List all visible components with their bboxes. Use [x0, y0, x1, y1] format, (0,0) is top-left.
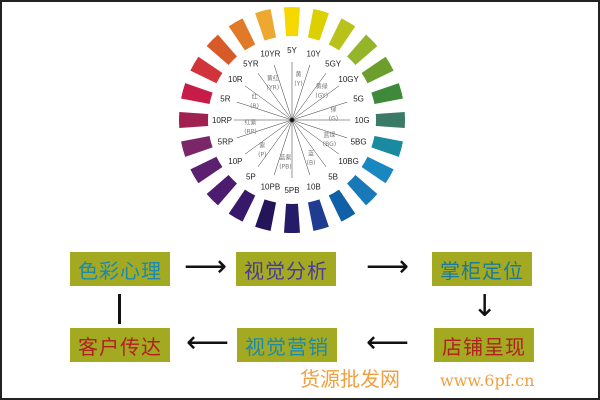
- hue-label: 5RP: [218, 138, 234, 147]
- hue-line: [273, 64, 293, 121]
- arrow-left-icon: ⟵: [366, 325, 410, 360]
- wheel-segment: [283, 6, 301, 37]
- wheel-segment: [371, 83, 403, 105]
- wheel-segment: [328, 189, 356, 222]
- hue-name: 红: [252, 93, 258, 101]
- watermark-url: www.6pf.cn: [440, 371, 535, 390]
- wheel-segment: [206, 34, 237, 65]
- watermark-name: 货源批发网: [300, 367, 400, 391]
- step-store-presentation: 店铺呈现: [434, 328, 534, 362]
- arrow-right-icon: ⟶: [366, 249, 410, 284]
- arrow-left-icon: ⟵: [186, 325, 230, 360]
- hue-line: [291, 85, 340, 121]
- hue-line: [291, 101, 348, 121]
- hue-name: 黄: [296, 71, 302, 79]
- wheel-segment: [181, 135, 213, 157]
- arrow-right-icon: ⟶: [184, 249, 228, 284]
- wheel-segment: [361, 156, 394, 184]
- hue-name: 绿: [330, 105, 336, 113]
- hue-line: [244, 85, 293, 121]
- wheel-segment: [255, 199, 277, 231]
- hue-line: [291, 119, 340, 155]
- wheel-segment: [307, 199, 329, 231]
- hue-label: 10RP: [212, 116, 232, 125]
- hue-name: 黄红: [267, 75, 279, 83]
- wheel-segment: [190, 156, 223, 184]
- connector-line: [118, 294, 121, 324]
- wheel-segment: [361, 56, 394, 84]
- hue-label: 10G: [354, 116, 369, 125]
- hue-label: 5P: [246, 173, 256, 182]
- wheel-segment: [190, 56, 223, 84]
- wheel-segment: [179, 111, 209, 129]
- hue-label: 10R: [228, 75, 243, 84]
- step-visual-analysis: 视觉分析: [236, 252, 336, 286]
- hue-label: 5BG: [351, 138, 367, 147]
- wheel-segment: [371, 135, 403, 157]
- hue-line: [291, 119, 327, 168]
- hue-label: 5Y: [287, 46, 297, 55]
- hue-line: [244, 119, 293, 155]
- hue-label: 10YR: [260, 49, 280, 58]
- wheel-segment: [307, 9, 329, 41]
- wheel-segment: [283, 203, 301, 233]
- wheel-segment: [255, 9, 277, 41]
- hue-name: (Y): [294, 81, 302, 88]
- hue-name: 紫: [259, 142, 265, 150]
- hue-name: (G): [329, 115, 338, 122]
- wheel-segment: [347, 34, 378, 65]
- wheel-segment: [375, 111, 405, 129]
- hue-name: (R): [250, 103, 259, 110]
- hue-name: (GY): [315, 92, 328, 99]
- hue-name: (RP): [244, 129, 256, 136]
- hue-line: [291, 72, 327, 121]
- wheel-center: [290, 118, 294, 122]
- step-visual-marketing: 视觉营销: [237, 328, 337, 362]
- hue-label: 10P: [228, 157, 242, 166]
- step-customer-delivery: 客户传达: [70, 328, 170, 362]
- hue-name: 黄绿: [316, 82, 328, 90]
- hue-name: 红紫: [245, 119, 257, 127]
- hue-label: 10B: [307, 183, 321, 192]
- hue-line: [291, 64, 311, 121]
- wheel-segment: [228, 189, 256, 222]
- hue-label: 5GY: [325, 59, 342, 68]
- hue-line: [236, 119, 293, 139]
- hue-name: (B): [307, 159, 316, 166]
- wheel-segment: [328, 18, 356, 51]
- hue-name: (PB): [279, 163, 291, 170]
- hue-line: [291, 119, 348, 139]
- hue-line: [273, 119, 293, 176]
- hue-label: 10BG: [338, 157, 358, 166]
- hue-line: [236, 101, 293, 121]
- hue-name: 蓝: [308, 149, 314, 157]
- hue-line: [257, 119, 293, 168]
- hue-line: [291, 119, 311, 176]
- step-shop-positioning: 掌柜定位: [432, 252, 532, 286]
- hue-label: 10PB: [261, 183, 281, 192]
- hue-label: 10Y: [307, 49, 322, 58]
- hue-label: 5R: [220, 94, 230, 103]
- hue-label: 5YR: [243, 59, 259, 68]
- wheel-segment: [181, 83, 213, 105]
- hue-line: [257, 72, 293, 121]
- wheel-segment: [206, 175, 237, 206]
- hue-label: 5B: [328, 173, 338, 182]
- hue-name: 蓝绿: [323, 131, 335, 139]
- wheel-segment: [347, 175, 378, 206]
- hue-name: (YR): [267, 85, 280, 92]
- hue-name: (P): [258, 152, 266, 159]
- hue-label: 5G: [353, 94, 364, 103]
- step-color-psychology: 色彩心理: [70, 252, 170, 286]
- wheel-segment: [228, 18, 256, 51]
- hue-name: (BG): [323, 141, 336, 148]
- hue-label: 10GY: [338, 75, 359, 84]
- hue-label: 5PB: [284, 186, 299, 195]
- arrow-down-icon: ↓: [472, 289, 498, 324]
- hue-name: 蓝紫: [279, 153, 291, 161]
